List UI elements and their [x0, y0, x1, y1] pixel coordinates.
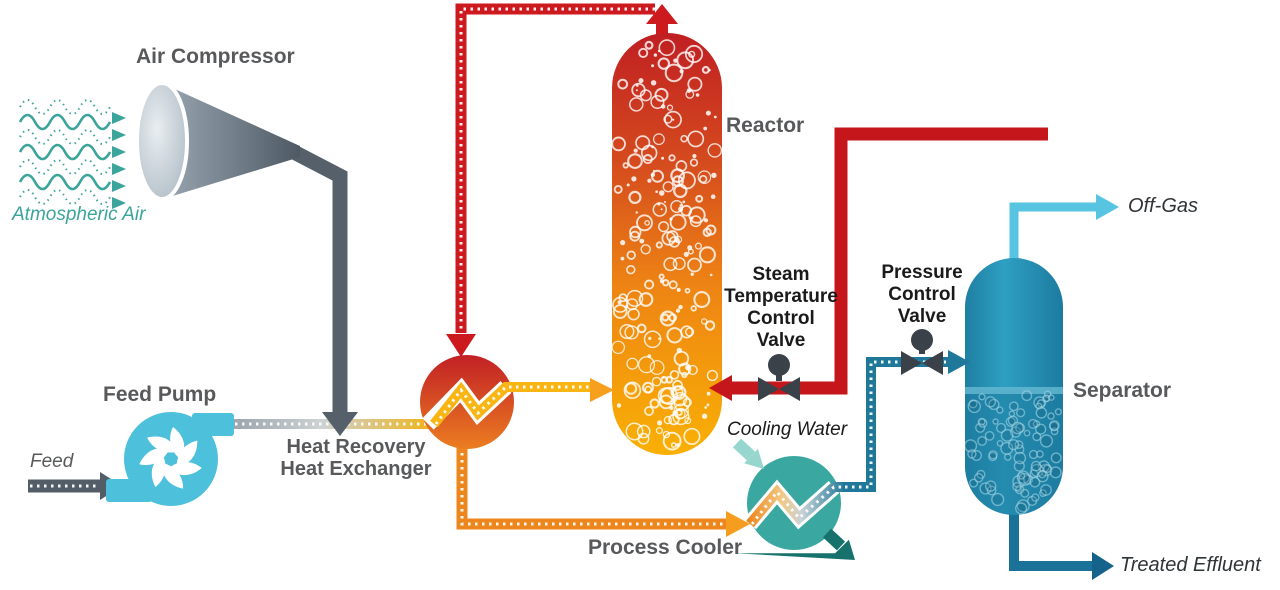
treated-effluent-label: Treated Effluent	[1120, 554, 1261, 576]
air-compressor-icon	[135, 81, 358, 436]
separator-bubbles	[965, 390, 1063, 515]
reactor-icon	[611, 33, 723, 455]
arrow-right-icon	[590, 378, 614, 402]
reactor-bubbles	[611, 39, 723, 451]
atmospheric-air-label: Atmospheric Air	[12, 204, 146, 225]
process-cooler-label: Process Cooler	[588, 536, 743, 559]
compressor-discharge-pipe	[286, 143, 348, 416]
arrow-right-icon	[1092, 552, 1114, 580]
arrow-up-icon	[646, 4, 678, 24]
feed-pump-label: Feed Pump	[103, 383, 217, 406]
pressure-valve-label: Pressure Control Valve	[881, 262, 963, 327]
pipe-reactor-to-exchanger	[455, 3, 678, 333]
cooling-water-label: Cooling Water	[727, 419, 848, 440]
separator-label: Separator	[1073, 379, 1172, 402]
pipe-off-gas	[1009, 194, 1119, 262]
steam-temperature-control-valve-icon	[758, 354, 800, 401]
arrow-down-icon	[446, 334, 476, 357]
feed-pump-icon	[106, 412, 234, 506]
reactor-label: Reactor	[726, 114, 805, 137]
air-compressor-label: Air Compressor	[136, 45, 295, 68]
pump-impeller-icon	[139, 427, 202, 489]
off-gas-label: Off-Gas	[1128, 195, 1199, 217]
pipe-exchanger-to-cooler	[456, 446, 726, 530]
pressure-control-valve-icon	[901, 329, 943, 375]
pipe-cooler-to-separator	[843, 357, 948, 492]
arrow-right-icon	[726, 511, 750, 537]
pipe-cooler-zigzag	[743, 479, 845, 530]
arrow-right-icon	[948, 350, 970, 374]
arrow-down-icon	[322, 412, 358, 436]
arrow-right-icon	[1096, 194, 1119, 220]
pipe-feed-zigzag	[422, 377, 592, 430]
heat-exchanger-label: Heat Recovery Heat Exchanger	[280, 436, 432, 480]
cooling-water-in-arrow	[732, 438, 764, 469]
arrow-left-icon	[709, 375, 732, 401]
atmospheric-air-icon	[18, 99, 126, 209]
separator-icon	[965, 258, 1063, 515]
feed-label: Feed	[30, 451, 74, 472]
steam-valve-label: Steam Temperature Control Valve	[724, 264, 838, 351]
pipe-treated-effluent	[1009, 512, 1114, 580]
cooling-water-out-arrow	[735, 528, 855, 560]
